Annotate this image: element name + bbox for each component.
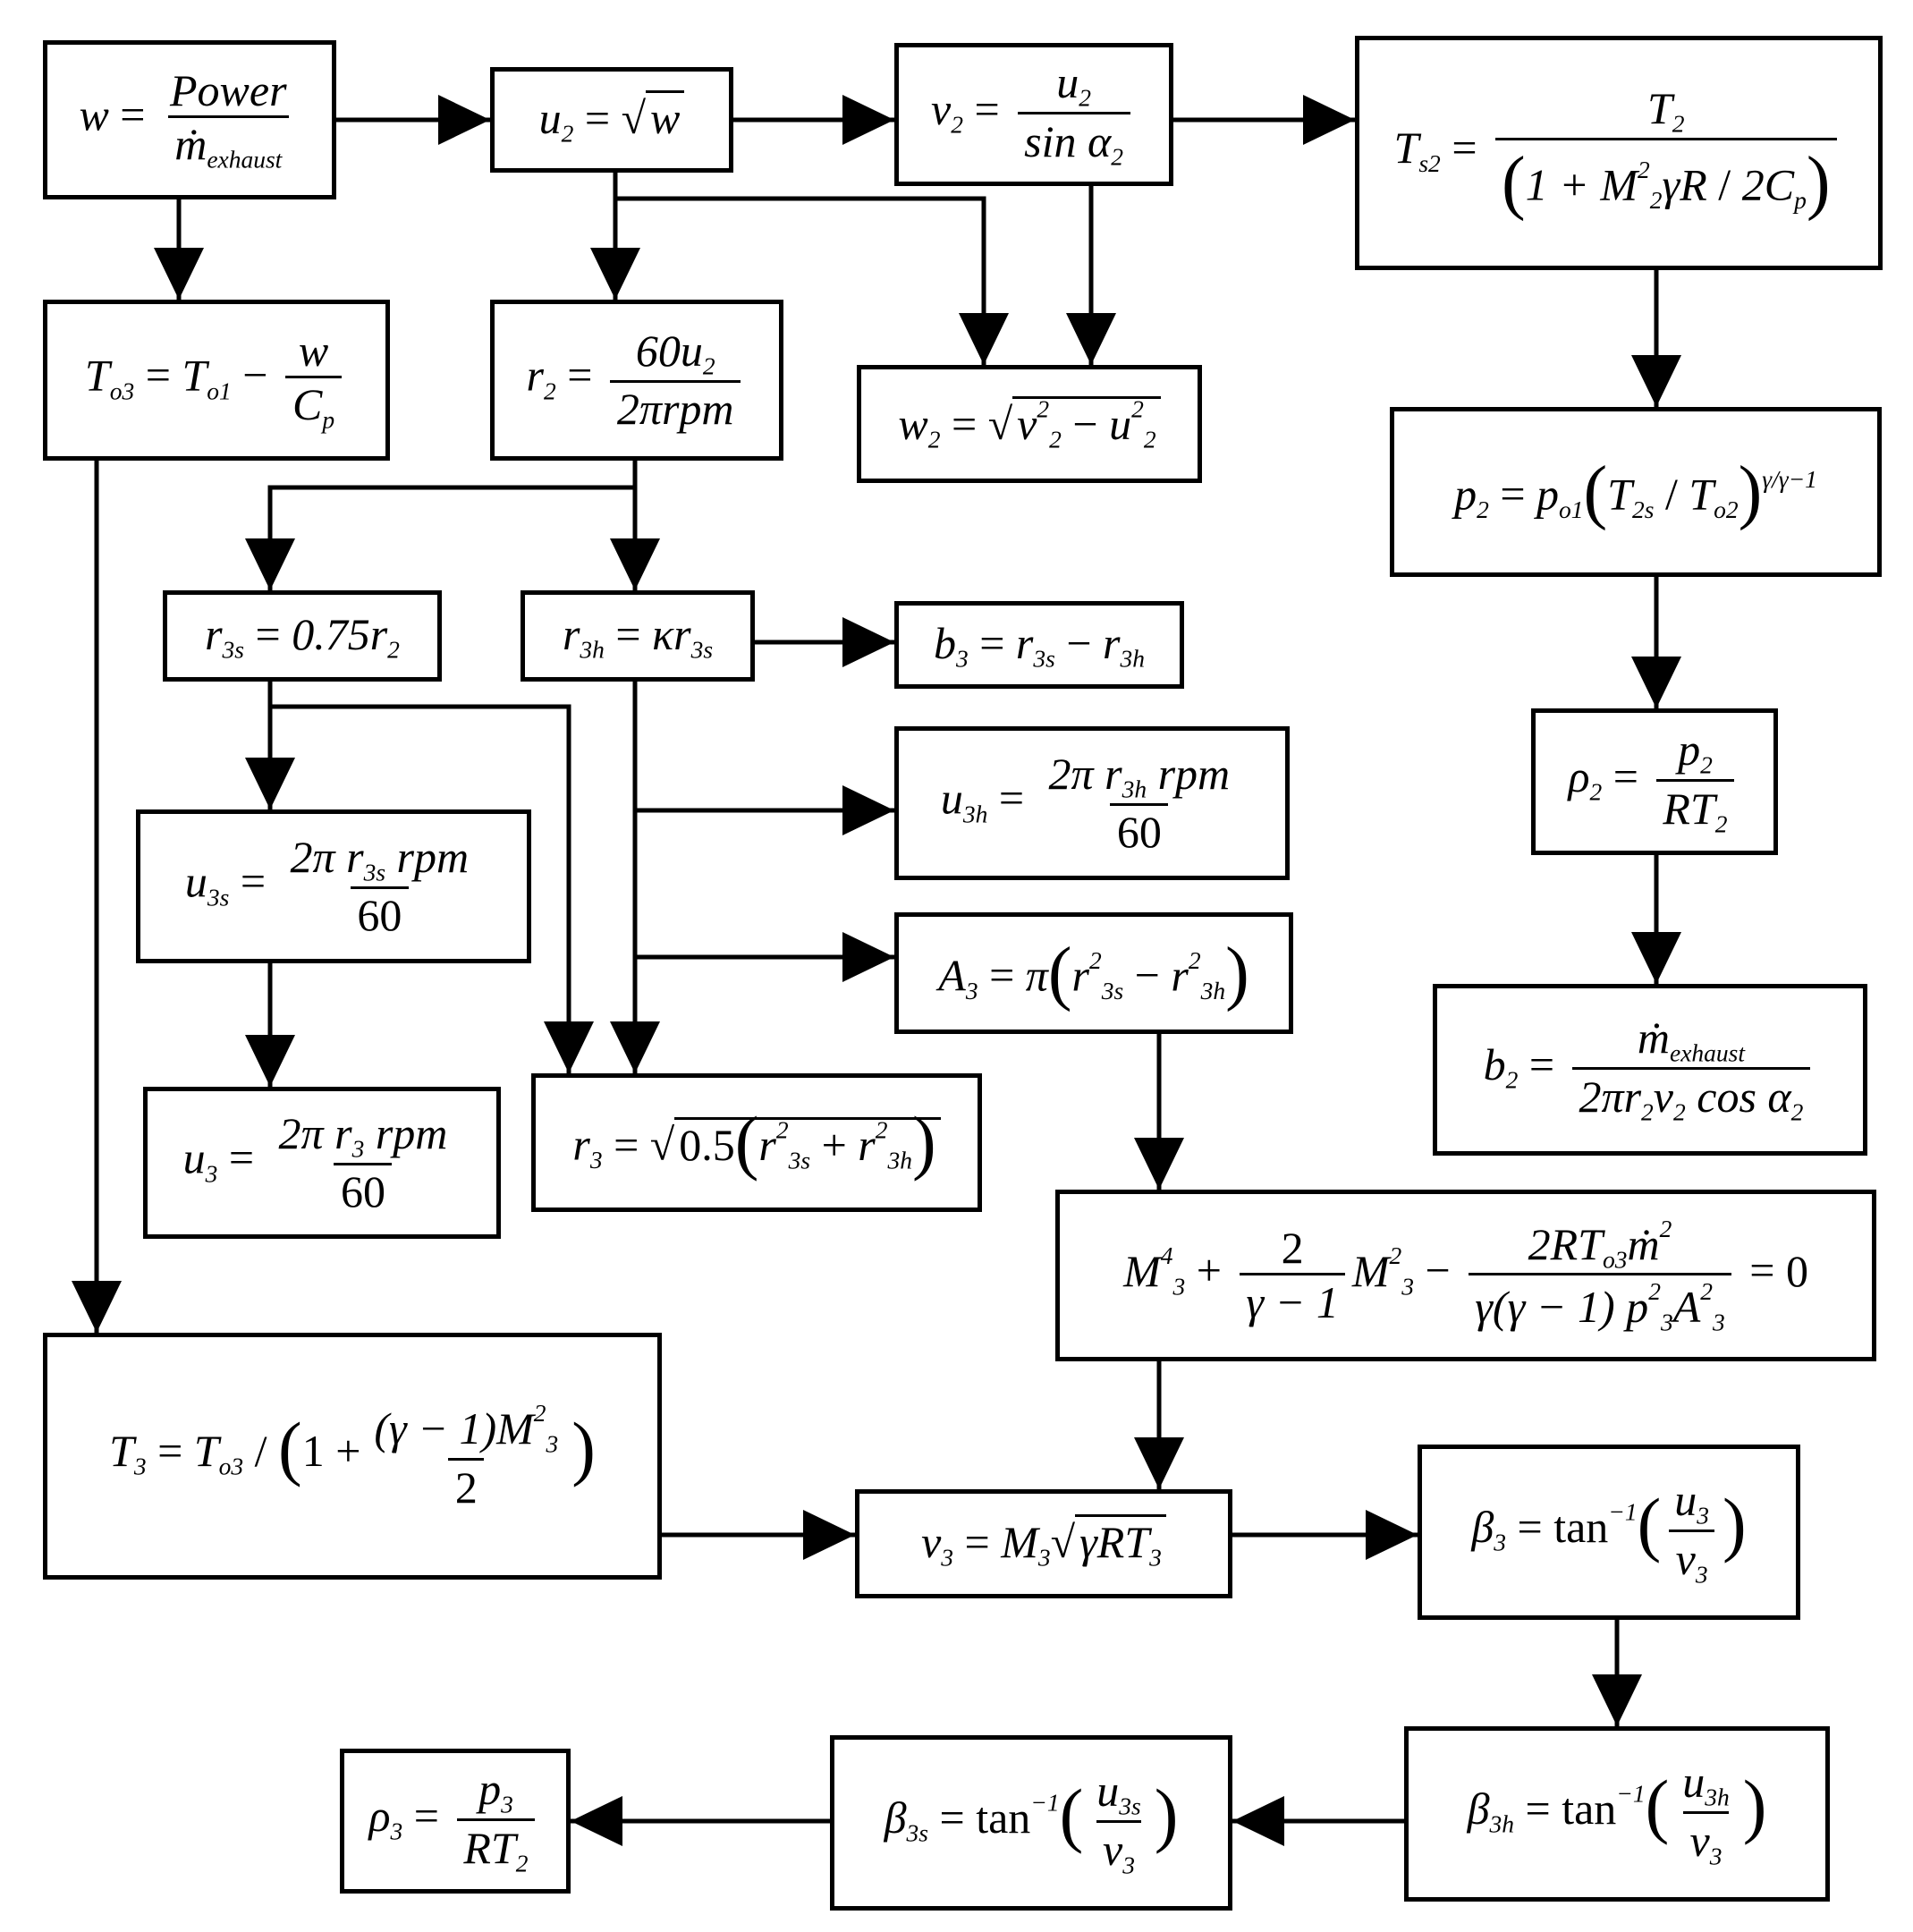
arrowheads — [72, 95, 1681, 1846]
arrow-beta3s-to-rho3-head — [571, 1796, 622, 1846]
node-b3: b3=r3s−r3h — [894, 601, 1184, 689]
arrow-r3h-to-b3-head — [842, 617, 894, 667]
node-Ts2: Ts2=T2(1 + M22γR/2Cp) — [1355, 36, 1883, 270]
arrow-rho2-to-b2-head — [1631, 932, 1681, 984]
arrow-r3h-to-u3h — [632, 682, 894, 813]
node-p2: p2=po1(T2s/To2)γ/γ−1 — [1390, 407, 1882, 577]
arrow-r3s-to-u3s-head — [245, 758, 295, 809]
arrow-r3s-to-r3 — [270, 704, 571, 1073]
node-u2: u2=√w — [490, 67, 733, 173]
arrow-u2-to-w2 — [615, 196, 986, 365]
arrow-t3-to-v3-head — [803, 1510, 855, 1560]
node-r3h: r3h=κr3s — [521, 590, 755, 682]
arrow-r3h-to-a3-head — [842, 932, 894, 982]
arrow-r2-to-r3s — [267, 461, 638, 590]
arrow-u3s-to-u3-head — [245, 1035, 295, 1087]
arrow-r2-to-r3s-head — [245, 538, 295, 590]
arrow-u2-to-r2-head — [590, 248, 640, 300]
arrow-p2-to-rho2-head — [1631, 657, 1681, 708]
arrow-v2-to-w2-head — [1066, 313, 1116, 365]
node-r3s: r3s=0.75r2 — [163, 590, 442, 682]
arrow-mach-to-v3-head — [1134, 1437, 1184, 1489]
arrow-r3s-to-r3-head — [544, 1021, 594, 1073]
arrow-beta3h-to-beta3s-head — [1232, 1796, 1284, 1846]
arrow-to3-to-t3-head — [72, 1281, 122, 1333]
arrow-r3h-to-u3h-head — [842, 785, 894, 835]
node-A3: A3=π(r23s−r23h) — [894, 912, 1293, 1034]
arrow-v3-to-beta3-head — [1366, 1510, 1418, 1560]
node-r3: r3=√0.5(r23s+r23h) — [531, 1073, 982, 1212]
node-w2: w2=√v22−u22 — [857, 365, 1202, 483]
node-v3: v3=M3√γRT3 — [855, 1489, 1232, 1598]
arrow-u2-to-w2-head — [959, 313, 1009, 365]
arrow-u2-to-v2-head — [842, 95, 894, 145]
arrow-w-to-to3-head — [154, 248, 204, 300]
arrow-ts2-to-p2-head — [1631, 355, 1681, 407]
arrow-v2-to-ts2-head — [1303, 95, 1355, 145]
arrow-r3h-to-r3-head — [610, 1021, 660, 1073]
arrow-r2-to-r3h-head — [610, 538, 660, 590]
arrow-a3-to-mach-head — [1134, 1138, 1184, 1190]
arrow-beta3-to-beta3h-head — [1592, 1674, 1642, 1726]
arrow-w-to-u2-head — [438, 95, 490, 145]
arrow-r3h-to-a3 — [632, 810, 894, 960]
